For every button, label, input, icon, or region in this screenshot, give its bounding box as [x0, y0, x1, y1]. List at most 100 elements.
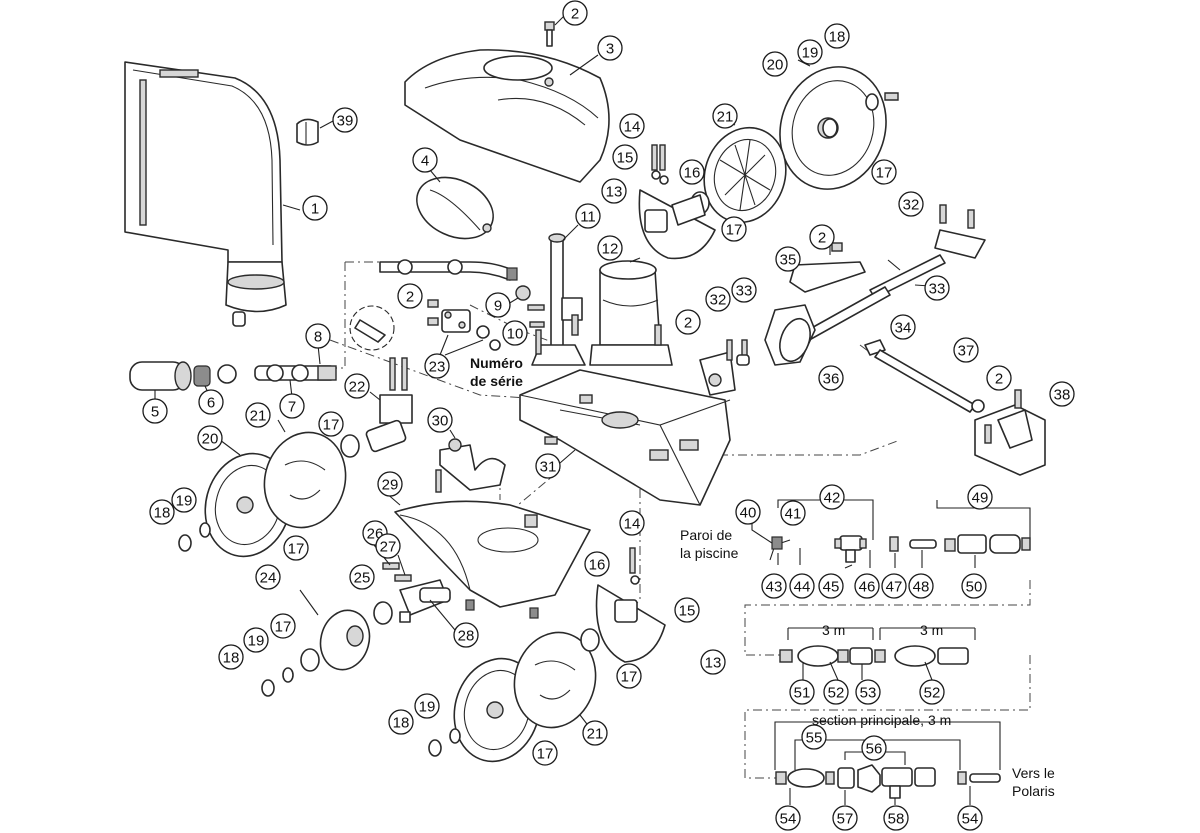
callout-number: 32	[903, 197, 920, 214]
callout-circle	[485, 292, 511, 318]
callout-9: 9	[485, 292, 511, 318]
callout-number: 2	[684, 315, 692, 332]
callout-35: 35	[775, 246, 801, 272]
callout-40: 40	[735, 499, 761, 525]
callout-circle	[601, 178, 627, 204]
callout-number: 21	[250, 408, 267, 425]
callout-16: 16	[679, 159, 705, 185]
callout-32: 32	[898, 191, 924, 217]
screw-top	[544, 14, 566, 47]
callout-number: 49	[972, 490, 989, 507]
callout-number: 35	[780, 252, 797, 269]
callout-circle	[823, 679, 849, 705]
callout-number: 18	[154, 505, 171, 522]
callout-number: 33	[736, 283, 753, 300]
callout-49: 49	[967, 484, 993, 510]
callout-number: 23	[429, 359, 446, 376]
callout-number: 16	[589, 557, 606, 574]
callout-number: 17	[288, 541, 305, 558]
callout-number: 39	[337, 113, 354, 130]
callout-number: 15	[679, 603, 696, 620]
text-labels: Numéro de série Paroi de la piscine 3 m …	[470, 355, 1055, 799]
callout-51: 51	[789, 679, 815, 705]
callout-36: 36	[818, 365, 844, 391]
callout-circle	[597, 35, 623, 61]
callout-circle	[986, 365, 1012, 391]
callout-number: 33	[929, 281, 946, 298]
callout-circle	[908, 573, 934, 599]
callout-circle	[890, 314, 916, 340]
callout-number: 44	[794, 579, 811, 596]
to-polaris-label-2: Polaris	[1012, 783, 1055, 799]
callout-number: 10	[507, 326, 524, 343]
callout-circle	[957, 805, 983, 831]
callout-circle	[412, 147, 438, 173]
callout-circle	[789, 679, 815, 705]
callout-15: 15	[612, 144, 638, 170]
callout-circle	[619, 113, 645, 139]
callout-41: 41	[780, 500, 806, 526]
tire-left	[263, 419, 347, 529]
callout-circle	[243, 627, 269, 653]
callout-30: 30	[427, 407, 453, 433]
callout-circle	[789, 573, 815, 599]
callout-circle	[344, 373, 370, 399]
callout-number: 17	[323, 417, 340, 434]
callout-circle	[919, 679, 945, 705]
tire-bottom	[513, 631, 597, 729]
callout-circle	[953, 337, 979, 363]
float	[416, 169, 494, 240]
callout-number: 42	[824, 490, 841, 507]
callout-11: 11	[575, 203, 601, 229]
callout-17: 17	[532, 740, 558, 766]
callout-number: 12	[602, 241, 619, 258]
callout-4: 4	[412, 147, 438, 173]
callout-circle	[898, 191, 924, 217]
callout-circle	[532, 740, 558, 766]
callout-number: 36	[823, 371, 840, 388]
callout-2: 2	[675, 309, 701, 335]
callout-circle	[616, 663, 642, 689]
callout-31: 31	[535, 453, 561, 479]
callout-circle	[375, 533, 401, 559]
callout-2: 2	[397, 283, 423, 309]
top-cover	[404, 49, 610, 183]
callout-circle	[414, 693, 440, 719]
callout-circle	[597, 235, 623, 261]
serial-number-label-2: de série	[470, 373, 523, 389]
callout-number: 52	[828, 685, 845, 702]
serial-number-label-1: Numéro	[470, 355, 523, 371]
callout-number: 57	[837, 811, 854, 828]
lower-flap	[595, 547, 666, 663]
callout-number: 16	[684, 165, 701, 182]
callout-20: 20	[762, 51, 788, 77]
callout-18: 18	[218, 644, 244, 670]
callout-12: 12	[597, 235, 623, 261]
pool-wall-label-1: Paroi de	[680, 527, 732, 543]
callout-number: 28	[458, 628, 475, 645]
callout-circle	[302, 195, 328, 221]
callout-number: 20	[202, 431, 219, 448]
callout-circle	[819, 484, 845, 510]
callout-circle	[424, 353, 450, 379]
callout-38: 38	[1049, 381, 1075, 407]
callout-circle	[824, 23, 850, 49]
callout-circle	[700, 649, 726, 675]
callout-number: 2	[571, 6, 579, 23]
callout-number: 3	[606, 41, 614, 58]
callout-circle	[255, 564, 281, 590]
callout-circle	[775, 246, 801, 272]
callout-2: 2	[809, 224, 835, 250]
callout-19: 19	[171, 487, 197, 513]
callout-circle	[731, 277, 757, 303]
callout-circle	[1049, 381, 1075, 407]
callout-number: 19	[248, 633, 265, 650]
callout-circle	[881, 573, 907, 599]
callout-14: 14	[619, 510, 645, 536]
callout-number: 13	[705, 655, 722, 672]
callout-16: 16	[584, 551, 610, 577]
callout-number: 22	[349, 379, 366, 396]
hose-length-label-a: 3 m	[822, 622, 845, 638]
callout-circle	[305, 323, 331, 349]
callout-circle	[575, 203, 601, 229]
